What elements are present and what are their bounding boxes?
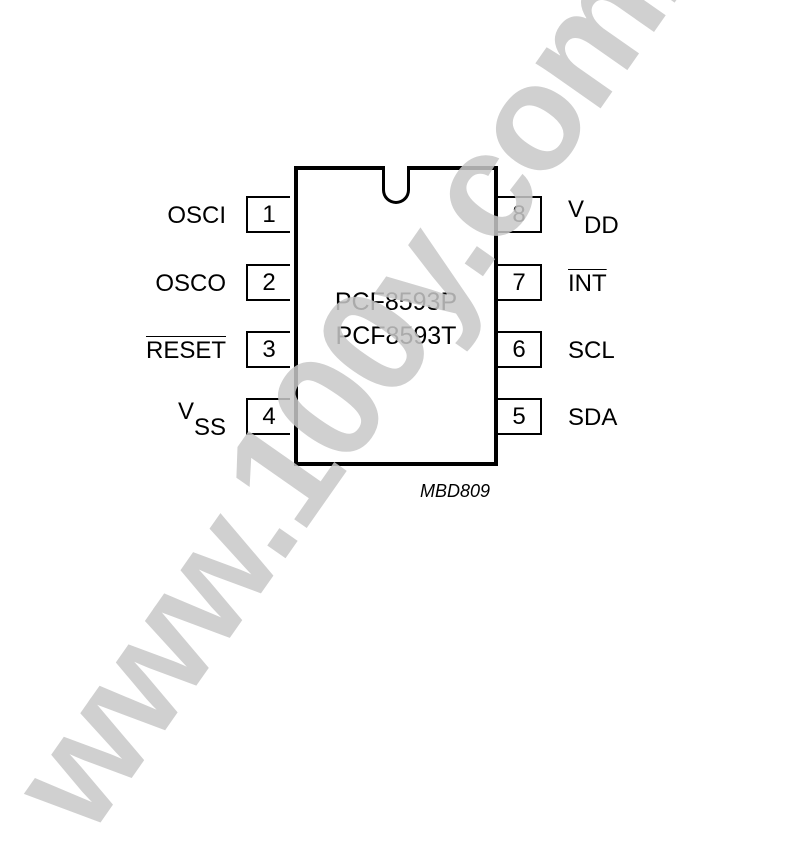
pinout-diagram: PCF8593P PCF8593T 1 OSCI 2 OSCO 3 RESET … bbox=[145, 166, 619, 501]
pin-7-box: 7 bbox=[498, 264, 542, 301]
pin-3-label: RESET bbox=[145, 337, 226, 364]
part-number-t: PCF8593T bbox=[335, 322, 457, 350]
pin-5-box: 5 bbox=[498, 398, 542, 435]
pin-8-label: VDD bbox=[568, 196, 619, 239]
pin-1-label: OSCI bbox=[167, 202, 226, 229]
pin-6-box: 6 bbox=[498, 331, 542, 368]
pin-4-label: VSS bbox=[178, 398, 226, 441]
pin-4-number: 4 bbox=[262, 402, 276, 430]
pin-8-number: 8 bbox=[512, 200, 526, 228]
pin-6-label: SCL bbox=[568, 337, 615, 364]
orientation-notch bbox=[382, 166, 410, 204]
pin-8-box: 8 bbox=[498, 196, 542, 233]
chip-package: PCF8593P PCF8593T bbox=[294, 166, 498, 466]
pin-8-label-sub: DD bbox=[584, 212, 619, 239]
pin-2-number: 2 bbox=[262, 268, 276, 296]
pin-7-label: INT bbox=[568, 270, 607, 297]
pin-8-label-main: V bbox=[568, 196, 585, 223]
pin-4-box: 4 bbox=[246, 398, 290, 435]
pin-2-box: 2 bbox=[246, 264, 290, 301]
pin-1-number: 1 bbox=[262, 200, 276, 228]
pin-4-label-sub: SS bbox=[193, 414, 226, 441]
pin-1-box: 1 bbox=[246, 196, 290, 233]
pin-4-label-main: V bbox=[177, 398, 194, 425]
pin-7-number: 7 bbox=[512, 268, 526, 296]
pin-6-number: 6 bbox=[512, 335, 526, 363]
pin-3-box: 3 bbox=[246, 331, 290, 368]
pin-5-label: SDA bbox=[568, 404, 618, 431]
pin-2-label: OSCO bbox=[155, 270, 226, 297]
pin-3-number: 3 bbox=[262, 335, 276, 363]
part-number-p: PCF8593P bbox=[334, 288, 458, 316]
pin-5-number: 5 bbox=[512, 402, 526, 430]
drawing-id: MBD809 bbox=[420, 481, 491, 501]
